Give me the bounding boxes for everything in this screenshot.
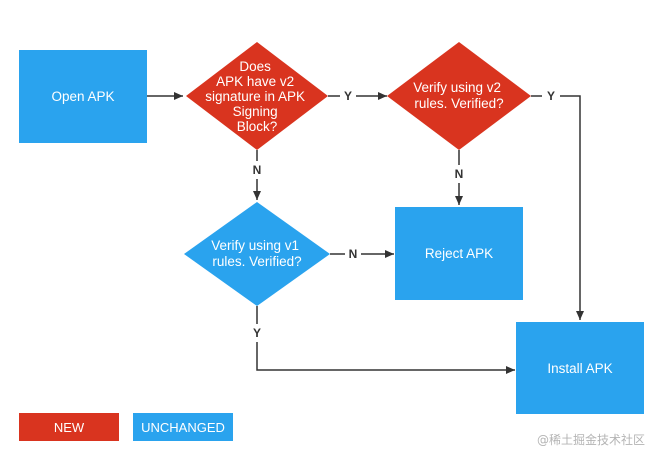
legend: NEW UNCHANGED [19, 413, 233, 441]
node-reject-apk: Reject APK [395, 207, 523, 300]
node-open-apk: Open APK [19, 50, 147, 143]
has-v2-question-line: APK have v2 [216, 74, 294, 89]
edge-label-has-v2-yes: Y [344, 89, 352, 103]
edge-verify-v2-yes [531, 95, 584, 320]
node-verify-v1: Verify using v1 rules. Verified? [184, 202, 330, 306]
edge-label-verify-v2-no: N [455, 167, 464, 181]
verify-v1-question: Verify using v1 rules. Verified? [211, 238, 303, 269]
legend-unchanged-swatch [133, 413, 233, 441]
edge-labels: Y Y N N N Y [249, 87, 560, 342]
edge-label-has-v2-no: N [253, 163, 262, 177]
reject-apk-box [395, 207, 523, 300]
has-v2-question-line: signature in APK [205, 89, 305, 104]
verify-v2-question-line: rules. Verified? [414, 96, 503, 111]
edge-label-verify-v1-yes: Y [253, 326, 261, 340]
verify-v2-question: Verify using v2 rules. Verified? [413, 80, 505, 111]
has-v2-question: Does APK have v2 signature in APK Signin… [205, 59, 309, 134]
legend-unchanged-label: UNCHANGED [141, 420, 225, 435]
verify-v2-question-line: Verify using v2 [413, 80, 501, 95]
watermark: @稀土掘金技术社区 [537, 432, 645, 447]
has-v2-question-line: Block? [237, 119, 278, 134]
node-verify-v2: Verify using v2 rules. Verified? [387, 42, 531, 150]
reject-apk-label: Reject APK [425, 246, 493, 261]
verify-v1-question-line: rules. Verified? [212, 254, 301, 269]
verify-v1-diamond [184, 202, 330, 306]
has-v2-question-line: Does [239, 59, 271, 74]
verify-v2-diamond [387, 42, 531, 150]
has-v2-diamond [186, 42, 328, 150]
install-apk-box [516, 322, 644, 414]
edge-verify-v1-yes [256, 306, 515, 374]
node-has-v2-signature: Does APK have v2 signature in APK Signin… [186, 42, 328, 150]
edge-label-verify-v1-no: N [349, 247, 358, 261]
node-install-apk: Install APK [516, 322, 644, 414]
legend-new-label: NEW [54, 420, 85, 435]
has-v2-question-line: Signing [233, 104, 278, 119]
open-apk-label: Open APK [51, 89, 114, 104]
verify-v1-question-line: Verify using v1 [211, 238, 299, 253]
legend-new-swatch [19, 413, 119, 441]
open-apk-box [19, 50, 147, 143]
edge-label-verify-v2-yes: Y [547, 89, 555, 103]
install-apk-label: Install APK [547, 361, 612, 376]
